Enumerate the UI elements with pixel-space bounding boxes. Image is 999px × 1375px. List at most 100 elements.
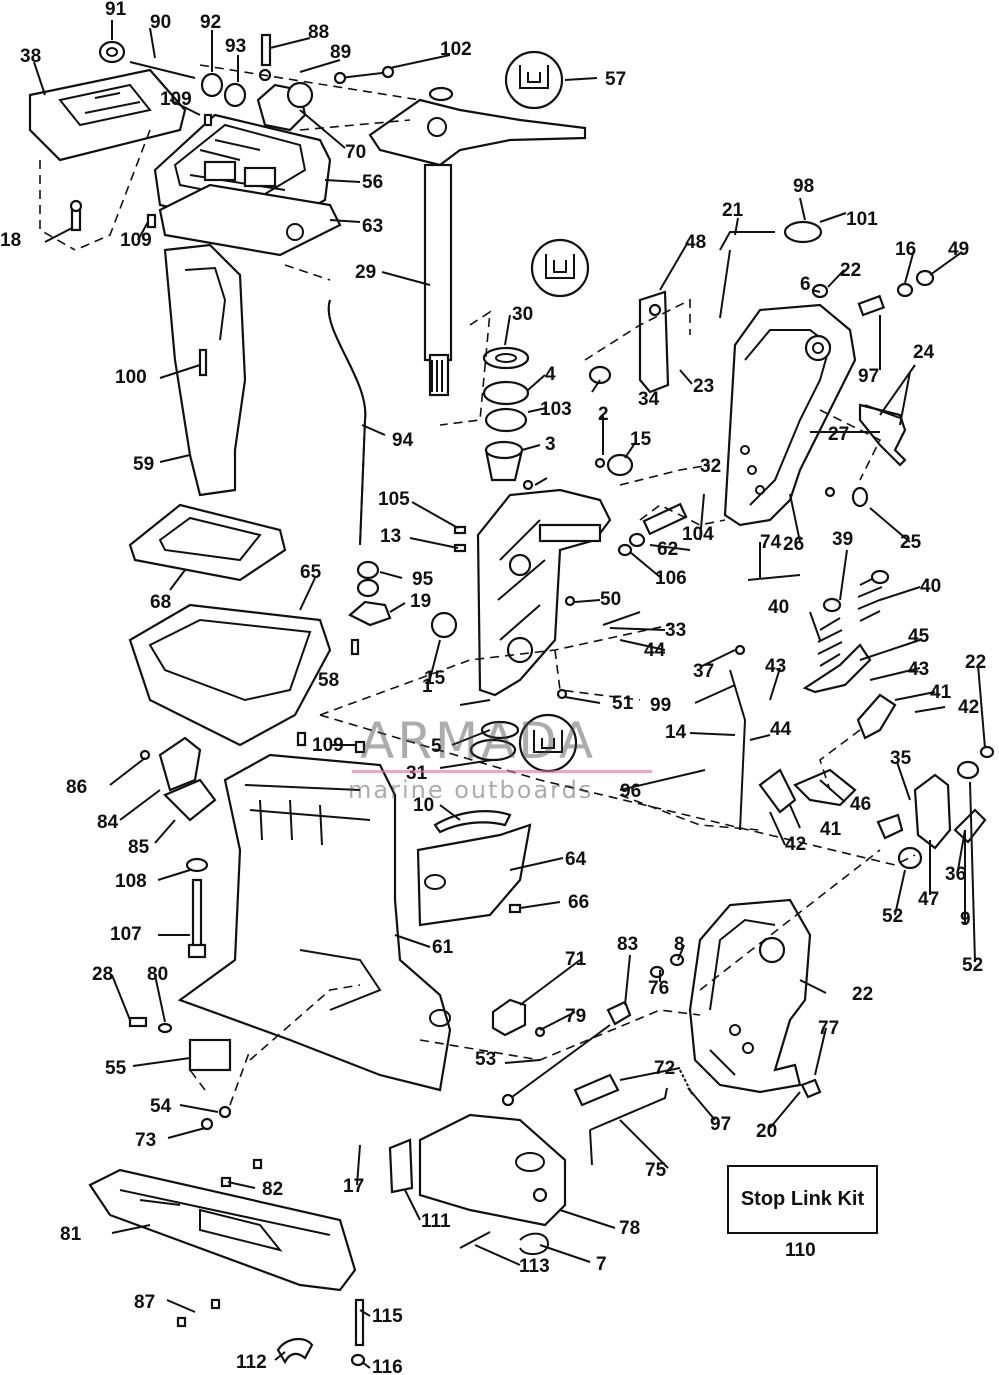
part-callout-28: 28 [92,964,113,985]
part-callout-90: 90 [150,12,171,33]
part-callout-40: 40 [920,576,941,597]
part-callout-52: 52 [962,955,983,976]
part-callout-87: 87 [134,1292,155,1313]
part-callout-23: 23 [693,376,714,397]
part-callout-92: 92 [200,12,221,33]
part-callout-52: 52 [882,906,903,927]
part-callout-43: 43 [765,656,786,677]
part-callout-81: 81 [60,1224,82,1245]
part-callout-100: 100 [115,367,147,388]
part-callout-101: 101 [846,209,878,230]
part-callout-43: 43 [908,659,929,680]
part-callout-4: 4 [545,364,556,385]
part-callout-5: 5 [431,736,442,757]
part-callout-93: 93 [225,36,246,57]
part-callout-3: 3 [545,434,556,455]
part-callout-91: 91 [105,0,127,20]
part-callout-24: 24 [913,342,935,363]
part-callout-38: 38 [20,46,41,67]
part-callout-75: 75 [645,1160,667,1181]
washer-15 [430,453,634,639]
part-callout-112: 112 [236,1352,267,1373]
part-callout-51: 51 [612,693,634,714]
part-callout-86: 86 [66,777,87,798]
part-callout-64: 64 [565,849,587,870]
watermark-title: ARMADA [360,712,597,770]
part-callout-106: 106 [655,568,687,589]
part-callout-39: 39 [832,529,853,550]
stop-link-kit-number: 110 [785,1240,816,1261]
part-callout-107: 107 [110,924,142,945]
part-callout-40: 40 [768,597,789,618]
part-callout-50: 50 [600,589,621,610]
part-callout-13: 13 [380,526,401,547]
part-callout-41: 41 [930,682,952,703]
part-callout-70: 70 [345,142,366,163]
exhaust-plate-84-85 [139,736,217,822]
part-callout-109: 109 [160,89,192,110]
link-plate-47-35 [876,745,995,870]
part-callout-83: 83 [617,934,638,955]
part-callout-111: 111 [421,1211,451,1232]
part-callout-34: 34 [638,389,660,410]
part-callout-104: 104 [682,524,714,545]
part-callout-103: 103 [540,399,572,420]
exhaust-housing-59 [163,243,247,497]
stud-107-108 [185,857,209,959]
part-callout-22: 22 [852,984,873,1005]
part-callout-22: 22 [840,260,861,281]
part-callout-44: 44 [770,719,792,740]
bracket-78-81 [388,1113,567,1227]
part-callout-32: 32 [700,456,721,477]
miscellaneous-pins [296,457,869,754]
part-callout-96: 96 [620,781,641,802]
part-callout-80: 80 [147,964,168,985]
part-callout-59: 59 [133,454,154,475]
part-callout-115: 115 [372,1306,403,1327]
part-callout-89: 89 [330,42,351,63]
swivel-bracket-1 [476,488,612,697]
part-callout-57: 57 [605,69,626,90]
driveshaft-housing-61 [177,753,452,1092]
part-callout-105: 105 [378,489,410,510]
part-callout-84: 84 [97,812,119,833]
part-callout-61: 61 [432,937,454,958]
grommet-57 [428,86,454,102]
small-parts-7-87 [459,1231,550,1256]
part-callout-54: 54 [150,1096,172,1117]
part-callout-97: 97 [710,1114,731,1135]
part-callout-99: 99 [650,695,671,716]
part-callout-9: 9 [960,909,971,930]
part-callout-102: 102 [440,39,472,60]
part-callout-94: 94 [392,430,414,451]
part-callout-77: 77 [818,1018,839,1039]
clamp-screw-24-27 [858,403,907,467]
part-callout-97: 97 [858,366,879,387]
gasket-63 [158,183,342,257]
steering-arm-29 [368,98,587,397]
part-callout-66: 66 [568,892,589,913]
part-callout-108: 108 [115,871,147,892]
part-callout-41: 41 [820,819,842,840]
part-callout-35: 35 [890,748,912,769]
part-callout-85: 85 [128,837,150,858]
part-callout-36: 36 [945,864,966,885]
part-callout-79: 79 [565,1006,586,1027]
part-callout-14: 14 [665,722,687,743]
part-callout-58: 58 [318,670,339,691]
stern-bracket-28 [688,898,812,1094]
stern-bracket-23 [723,303,857,527]
bushings-30-4-103-3 [482,346,530,482]
part-callout-113: 113 [519,1256,550,1277]
part-callout-30: 30 [512,304,533,325]
grease-icon-4 [530,238,590,298]
part-callout-15: 15 [630,429,652,450]
part-callout-88: 88 [308,22,329,43]
watermark-divider [352,770,652,773]
cover-64-10 [416,810,532,927]
water-tube-94 [327,299,367,546]
part-callout-1: 1 [422,676,433,697]
switch-72-80-79 [128,1016,232,1131]
